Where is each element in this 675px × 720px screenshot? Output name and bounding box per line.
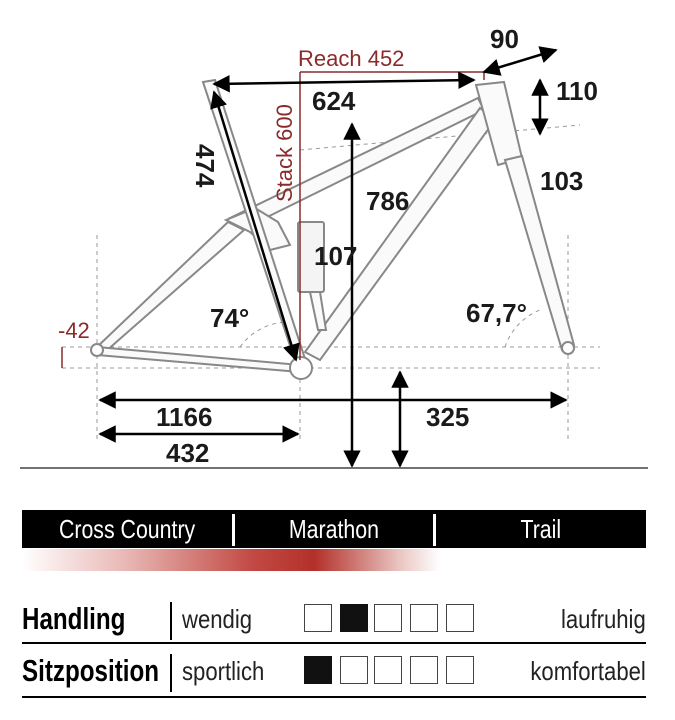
bb-drop-label: -42 xyxy=(58,318,90,343)
row-divider xyxy=(170,602,172,640)
fork-label: 103 xyxy=(540,166,583,196)
stem-label: 90 xyxy=(490,24,519,54)
frame-geometry-diagram: Reach 452 Stack 600 624 474 90 110 103 7… xyxy=(20,24,648,469)
rear-axle xyxy=(90,343,104,357)
rating-row-handling: Handling wendig laufruhig xyxy=(22,596,646,642)
height-label: 786 xyxy=(366,186,409,216)
discipline-bar: Cross Country Marathon Trail xyxy=(22,510,646,548)
rating-box xyxy=(410,656,438,684)
rating-box-selected xyxy=(304,656,332,684)
discipline-cross-country: Cross Country xyxy=(58,513,196,544)
rating-box xyxy=(410,604,438,632)
trail-label: 325 xyxy=(426,402,469,432)
wheelbase-label: 1166 xyxy=(156,402,212,432)
dimension-arrows xyxy=(98,46,568,468)
chainstay-label: 432 xyxy=(166,438,209,468)
rating-left-word: sportlich xyxy=(182,655,265,686)
discipline-trail: Trail xyxy=(520,513,562,544)
row-rule xyxy=(22,696,646,698)
discipline-separator xyxy=(232,514,235,546)
seat-angle-label: 74° xyxy=(210,303,249,333)
seat-tube-label: 474 xyxy=(190,144,220,188)
rating-left-word: wendig xyxy=(182,603,253,634)
rating-label: Handling xyxy=(22,601,126,636)
rating-box xyxy=(374,604,402,632)
front-axle xyxy=(561,341,575,355)
discipline-range-gradient xyxy=(22,549,440,571)
rating-box xyxy=(304,604,332,632)
rating-label: Sitzposition xyxy=(22,653,160,688)
reach-label: Reach 452 xyxy=(298,46,404,71)
rating-row-sitzposition: Sitzposition sportlich komfortabel xyxy=(22,648,646,694)
bottom-bracket xyxy=(289,356,313,380)
stack-label: Stack 600 xyxy=(272,104,297,202)
row-rule xyxy=(22,642,646,644)
row-divider xyxy=(170,654,172,692)
bike-frame xyxy=(95,80,576,374)
shock-label: 107 xyxy=(314,241,357,271)
rating-box-selected xyxy=(340,604,368,632)
head-tube-label: 110 xyxy=(556,76,598,106)
head-angle-label: 67,7° xyxy=(466,298,527,328)
rating-box xyxy=(340,656,368,684)
rating-box xyxy=(374,656,402,684)
rating-box xyxy=(446,604,474,632)
rating-right-word: komfortabel xyxy=(530,655,646,686)
rating-box xyxy=(446,656,474,684)
discipline-separator xyxy=(433,514,436,546)
rating-right-word: laufruhig xyxy=(561,603,646,634)
rating-scale xyxy=(304,656,474,684)
discipline-marathon: Marathon xyxy=(288,513,380,544)
top-tube-label: 624 xyxy=(312,86,356,116)
rating-scale xyxy=(304,604,474,632)
